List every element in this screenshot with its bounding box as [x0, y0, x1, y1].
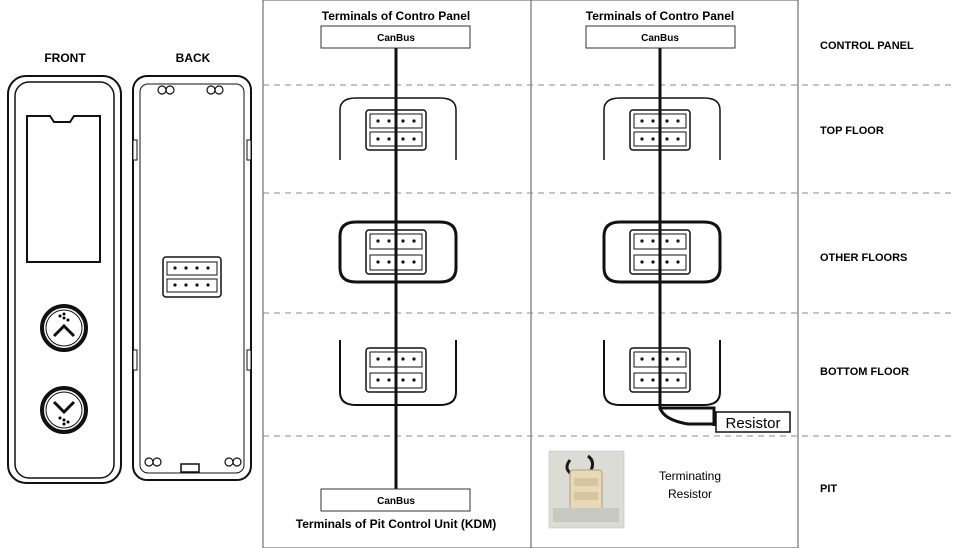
- canbus-top-left-label: CanBus: [377, 33, 415, 44]
- row-label-top-floor: TOP FLOOR: [820, 125, 884, 137]
- pit-unit-label: Terminals of Pit Control Unit (KDM): [296, 517, 496, 531]
- back-panel: [132, 75, 252, 481]
- terminating-resistor-label-line1: Terminating: [659, 469, 721, 483]
- terminating-resistor-photo: [548, 450, 625, 529]
- right-column-frame: [530, 0, 799, 548]
- left-pins: [376, 119, 416, 382]
- right-pins: [640, 119, 680, 382]
- right-bus-wire: [658, 48, 716, 426]
- resistor-label: Resistor: [725, 415, 780, 432]
- front-label: FRONT: [44, 51, 86, 65]
- row-label-pit: PIT: [820, 483, 837, 495]
- down-button-icon: [40, 386, 88, 434]
- canbus-top-right-label: CanBus: [641, 33, 679, 44]
- left-other-floors-unit: [338, 220, 458, 284]
- row-separators: [263, 84, 953, 437]
- right-bottom-floor-unit: [603, 340, 721, 406]
- row-label-bottom-floor: BOTTOM FLOOR: [820, 366, 909, 378]
- right-header: Terminals of Contro Panel: [586, 9, 734, 23]
- resistor-box: [715, 411, 791, 433]
- right-top-floor-unit: [603, 97, 721, 160]
- row-label-control-panel: CONTROL PANEL: [820, 40, 914, 52]
- canbus-box-bottom-left: [320, 488, 471, 512]
- back-label: BACK: [176, 51, 211, 65]
- up-button-icon: [40, 304, 88, 352]
- left-top-floor-unit: [339, 97, 457, 160]
- canbus-bottom-left-label: CanBus: [377, 496, 415, 507]
- left-header: Terminals of Contro Panel: [322, 9, 470, 23]
- terminating-resistor-label-line2: Resistor: [668, 487, 712, 501]
- front-panel: [7, 75, 122, 484]
- row-label-other-floors: OTHER FLOORS: [820, 252, 907, 264]
- right-other-floors-unit: [602, 220, 722, 284]
- left-bottom-floor-unit: [339, 340, 457, 406]
- resistor-wire: [658, 407, 716, 426]
